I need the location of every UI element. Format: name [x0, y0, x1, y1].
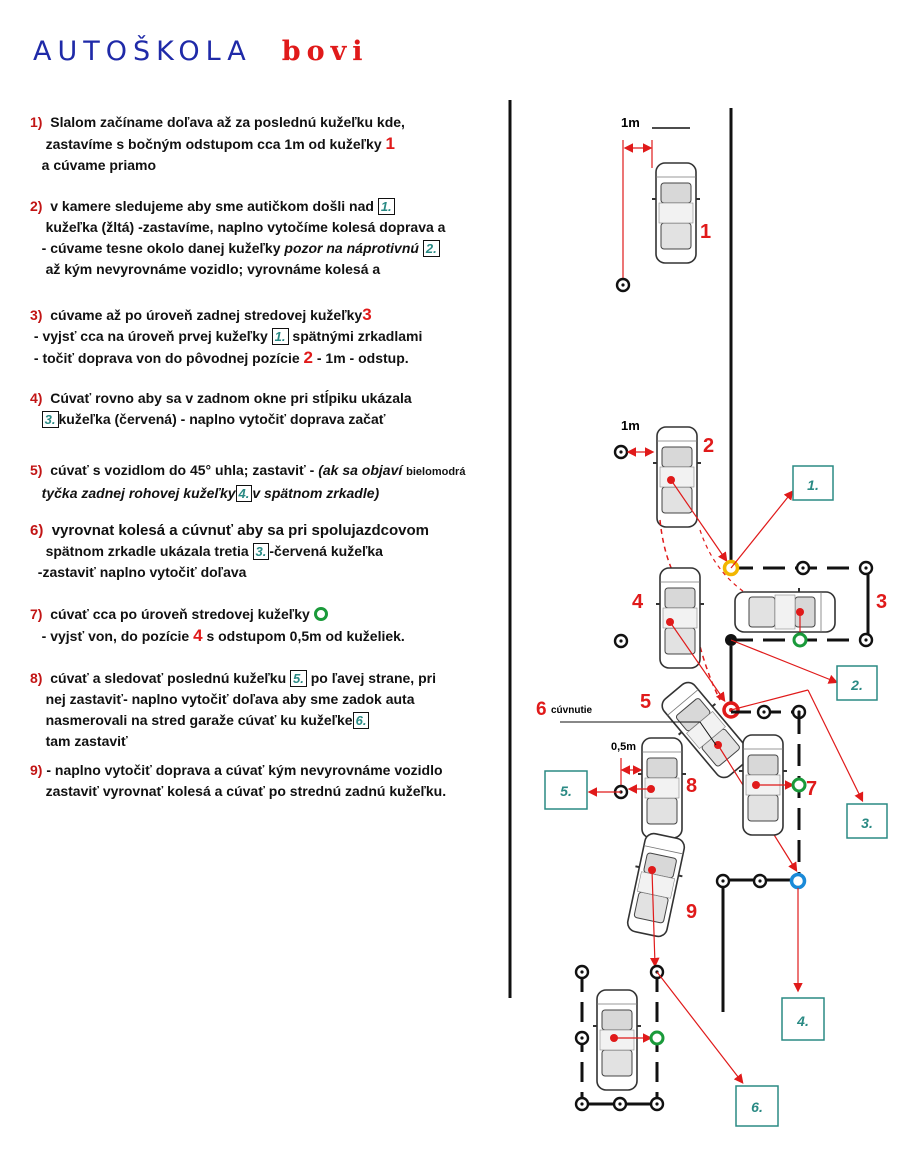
cuvnutie-label: cúvnutie	[551, 705, 593, 716]
dim-1m-mid: 1m	[621, 418, 640, 433]
car-label-9: 9	[686, 901, 697, 923]
step-4: 4) Cúvať rovno aby sa v zadnom okne pri …	[30, 390, 412, 428]
step-2: 2) v kamere sledujeme aby sme autičkom d…	[30, 198, 446, 277]
car-8	[637, 737, 687, 839]
blue-cone	[789, 872, 807, 890]
cone-box-3: 3.	[846, 803, 888, 839]
car-label-4: 4	[632, 591, 644, 613]
cone-box-6: 6.	[735, 1085, 779, 1127]
svg-text:3.: 3.	[861, 815, 873, 831]
svg-text:5.: 5.	[560, 783, 572, 799]
step-3: 3) cúvame až po úroveň zadnej stredovej …	[30, 305, 423, 367]
green-cone-7	[791, 777, 807, 793]
car-1	[651, 162, 701, 264]
cone-box-1: 1.	[792, 465, 834, 501]
car-label-6: 6	[536, 699, 547, 720]
car-label-1: 1	[700, 221, 711, 243]
step-5: 5) cúvať s vozidlom do 45° uhla; zastavi…	[30, 462, 466, 502]
car-label-2: 2	[703, 435, 714, 457]
green-cone-garage	[792, 632, 808, 648]
brand-part2: bovi	[281, 36, 369, 67]
car-9	[621, 830, 691, 940]
car-label-5: 5	[640, 691, 651, 713]
car-2	[652, 426, 702, 528]
step-8: 8) cúvať a sledovať poslednú kužeľku 5. …	[30, 670, 436, 749]
cone-box-2: 2.	[836, 665, 878, 701]
svg-text:1.: 1.	[807, 477, 819, 493]
svg-text:6.: 6.	[751, 1099, 763, 1115]
green-cone-icon	[313, 607, 328, 621]
brand-part1: AUTOŠKOLA	[33, 36, 252, 67]
car-4	[655, 567, 705, 669]
car-3	[734, 587, 836, 637]
car-label-8: 8	[686, 775, 697, 797]
car-label-3: 3	[876, 591, 887, 613]
dim-1m-top: 1m	[621, 115, 640, 130]
step-9: 9) - naplno vytočiť doprava a cúvať kým …	[30, 762, 447, 799]
step-6: 6) vyrovnat kolesá a cúvnuť aby sa pri s…	[30, 522, 430, 580]
step-1: 1) Slalom začíname doľava až za poslednú…	[30, 114, 405, 173]
svg-text:2.: 2.	[850, 677, 863, 693]
car-label-7: 7	[806, 778, 817, 800]
dim-05m: 0,5m	[611, 741, 636, 753]
step-7: 7) cúvať cca po úroveň stredovej kužeľky…	[30, 606, 405, 645]
cone-box-4: 4.	[781, 997, 825, 1041]
brand-logo: AUTOŠKOLA bovi	[33, 36, 369, 67]
green-cone-garage-bottom	[649, 1030, 665, 1046]
svg-text:4.: 4.	[796, 1013, 809, 1029]
cone-box-5: 5.	[544, 770, 588, 810]
